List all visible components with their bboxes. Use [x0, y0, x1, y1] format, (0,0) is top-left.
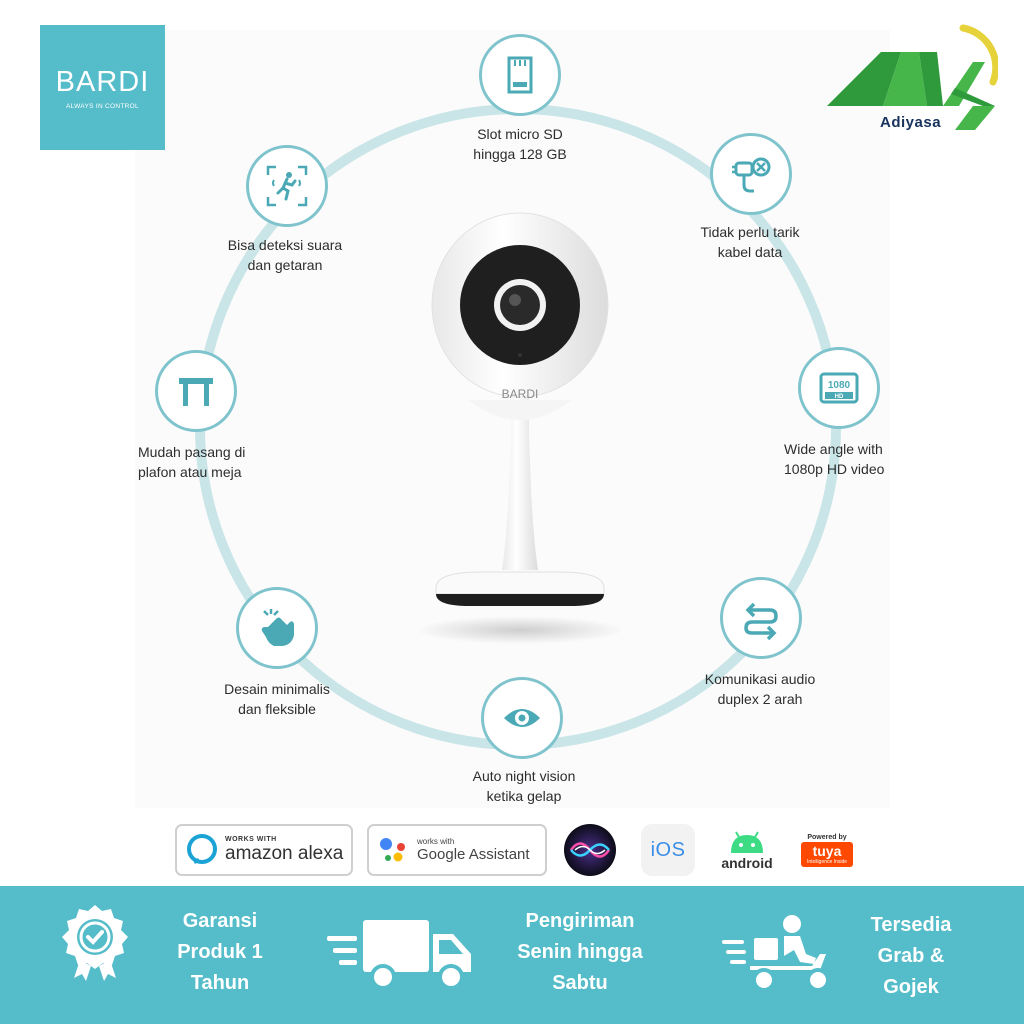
footer-text-line: Garansi	[182, 910, 258, 932]
feature-text-line: ketika gelap	[486, 788, 562, 804]
touch-hand-icon	[236, 587, 318, 669]
seller-name: Adiyasa	[880, 114, 942, 131]
scooter-courier-icon	[722, 915, 830, 992]
warranty-badge-icon	[62, 905, 128, 981]
feature-text-line: Tidak perlu tarik	[700, 224, 800, 240]
feature-label-night-vision: Auto night vision ketika gelap	[449, 766, 599, 806]
footer-text-line: Grab &	[877, 945, 945, 967]
brand-tagline: ALWAYS IN CONTROL	[66, 102, 139, 110]
hd-label-text: HD	[835, 394, 844, 400]
hd-resolution-text: 1080	[828, 380, 851, 391]
feature-label-detection: Bisa deteksi suara dan getaran	[210, 235, 360, 275]
eye-icon	[481, 677, 563, 759]
adiyasa-logo	[827, 24, 998, 130]
motion-detect-icon	[246, 145, 328, 227]
footer-text-line: Tahun	[190, 972, 250, 994]
feature-text-line: Auto night vision	[472, 768, 576, 784]
footer-text-line: Senin hingga	[517, 941, 643, 963]
android-label: android	[721, 855, 773, 871]
google-big-text: Google Assistant	[417, 846, 530, 863]
footer-text-line: Sabtu	[552, 972, 608, 994]
table-icon	[155, 350, 237, 432]
alexa-badge: WORKS WITH amazon alexa	[175, 824, 353, 876]
feature-text-line: Bisa deteksi suara	[227, 237, 343, 253]
tuya-name: tuya	[812, 842, 842, 859]
feature-text-line: Wide angle with	[784, 441, 883, 457]
alexa-small-text: WORKS WITH	[225, 835, 277, 843]
footer-warranty-text: Garansi Produk 1 Tahun	[160, 906, 280, 999]
feature-label-audio-duplex: Komunikasi audio duplex 2 arah	[685, 669, 835, 709]
siri-icon	[564, 824, 616, 876]
feature-text-line: hingga 128 GB	[473, 146, 567, 162]
ios-badge: iOS	[641, 824, 695, 876]
feature-label-mounting: Mudah pasang di plafon atau meja	[138, 442, 268, 482]
feature-text-line: duplex 2 arah	[717, 691, 803, 707]
google-small-text: works with	[417, 837, 455, 846]
camera-brand-label: BARDI	[502, 387, 539, 401]
tuya-bottom-text: Intelligence Inside	[806, 858, 848, 865]
alexa-text: WORKS WITH amazon alexa	[225, 836, 343, 865]
tuya-badge: Powered by tuya Intelligence Inside	[799, 824, 855, 876]
feature-text-line: Komunikasi audio	[704, 671, 816, 687]
camera-product-image: BARDI	[420, 212, 620, 644]
google-assistant-badge: works with Google Assistant	[367, 824, 547, 876]
alexa-icon	[187, 834, 217, 864]
hd-1080-icon: 1080 HD	[798, 347, 880, 429]
footer-courier-text: Tersedia Grab & Gojek	[846, 910, 976, 1003]
alexa-big-text: amazon alexa	[225, 842, 344, 864]
feature-label-no-cable: Tidak perlu tarik kabel data	[675, 222, 825, 262]
feature-text-line: Slot micro SD	[477, 126, 563, 142]
feature-label-hd-video: Wide angle with 1080p HD video	[784, 439, 890, 479]
ios-label: iOS	[641, 824, 695, 876]
footer-text-line: Tersedia	[870, 914, 952, 936]
feature-label-design: Desain minimalis dan fleksible	[202, 679, 352, 719]
siri-badge	[563, 824, 619, 876]
feature-text-line: plafon atau meja	[138, 464, 242, 480]
footer-text-line: Gojek	[883, 976, 939, 998]
android-icon	[731, 831, 763, 853]
android-badge: android	[716, 824, 778, 876]
feature-text-line: Desain minimalis	[224, 681, 330, 697]
footer-shipping-text: Pengiriman Senin hingga Sabtu	[505, 906, 655, 999]
brand-name: BARDI	[55, 65, 150, 98]
footer-text-line: Produk 1	[177, 941, 263, 963]
footer-text-line: Pengiriman	[525, 910, 635, 932]
sd-card-icon	[479, 34, 561, 116]
footer-banner	[0, 886, 1024, 1024]
feature-text-line: dan getaran	[247, 257, 323, 273]
delivery-truck-icon	[327, 920, 471, 990]
unplugged-cable-icon	[710, 133, 792, 215]
google-assistant-text: works with Google Assistant	[417, 837, 530, 863]
feature-text-line: dan fleksible	[238, 701, 316, 717]
feature-label-sd-card: Slot micro SD hingga 128 GB	[445, 124, 595, 164]
google-assistant-icon	[380, 838, 405, 862]
tuya-logo-box: tuya Intelligence Inside	[801, 841, 853, 867]
two-way-arrows-icon	[720, 577, 802, 659]
feature-text-line: kabel data	[717, 244, 783, 260]
feature-text-line: 1080p HD video	[784, 461, 885, 477]
tuya-top-text: Powered by	[807, 833, 847, 841]
feature-text-line: Mudah pasang di	[138, 444, 246, 460]
bardi-logo: BARDI ALWAYS IN CONTROL	[40, 25, 165, 150]
